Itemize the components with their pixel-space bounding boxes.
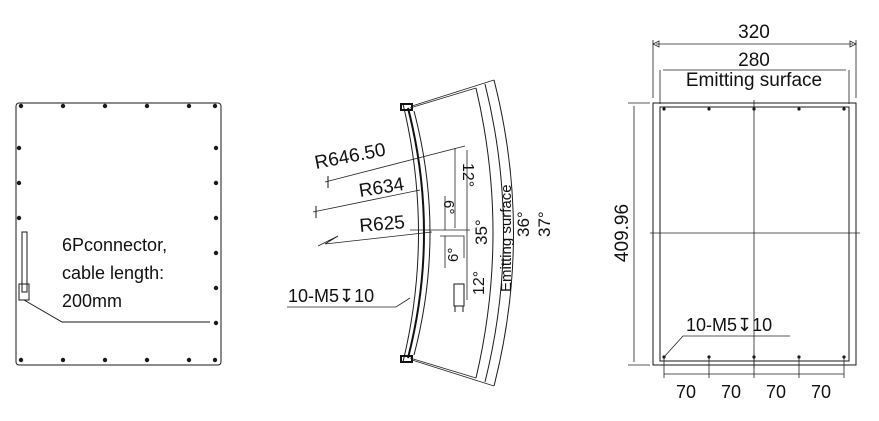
screw-hole-dot [144,103,150,109]
pitch-label-3: 70 [766,382,786,402]
angle-label-36: 36° [514,211,533,237]
radius-label-2: R634 [357,174,406,202]
screw-hole-dot [213,145,219,151]
emitting-arc-3 [493,79,514,387]
cable-gland [453,283,465,307]
angle-label-12-bottom: 12° [471,271,488,295]
screw-leader-side [287,297,411,308]
screw-hole-dot [16,180,22,186]
screw-hole-dot [16,215,22,221]
screw-hole-dot [707,355,711,359]
curved-body-inner [402,103,419,363]
screw-hole-dot [797,107,801,111]
connector-label-line3: 200mm [62,291,122,311]
emitting-surface-label-front: Emitting surface [686,70,822,91]
screw-hole-dot [186,357,192,363]
screw-hole-dot [213,250,219,256]
radius-label-3: R625 [359,212,406,237]
side-view: R646.50 R634 R625 12° 6° 6° 12° 35° Emit… [287,79,554,387]
screw-hole-dot [144,357,150,363]
radius-leader-2 [312,189,421,213]
screw-hole-dot [102,357,108,363]
screw-hole-dot [213,285,219,291]
height-label: 409.96 [612,204,633,262]
screw-hole-dot [213,320,219,326]
connector-label-line2: cable length: [62,263,164,283]
pitch-label-4: 70 [811,382,831,402]
screw-hole-dot [662,107,666,111]
screw-hole-dot [213,215,219,221]
screw-hole-dot [842,355,846,359]
screw-hole-dot [752,355,756,359]
emitting-arc-1 [475,87,494,379]
screw-label-front: 10-M5↧10 [686,315,772,335]
screw-hole-dot [186,103,192,109]
screw-hole-dot [18,103,24,109]
back-plate-outline [15,102,222,366]
angle-label-35: 35° [472,219,491,245]
pitch-label-2: 70 [721,382,741,402]
emitting-surface-label-side: Emitting surface [498,184,515,292]
back-view: 6Pconnector, cable length: 200mm [15,102,222,366]
screw-hole-dot [18,357,24,363]
connector-cable [18,231,210,323]
screw-hole-dot [102,103,108,109]
radius-leader-3 [317,231,433,247]
angle-label-37: 37° [535,211,554,237]
emitting-arc-2 [484,83,504,383]
back-screw-holes [16,103,219,363]
front-outline [652,102,857,366]
screw-hole-dot [60,357,66,363]
width-total-label: 320 [738,22,770,43]
screw-hole-dot [60,103,66,109]
connector-label-line1: 6Pconnector, [62,235,167,255]
radius-leader-1 [324,145,466,183]
angle-label-6-bottom: 6° [445,248,462,262]
screw-hole-dot [752,107,756,111]
screw-hole-dot [797,355,801,359]
screw-leader-front [663,335,790,358]
screw-hole-dot [842,107,846,111]
angle-label-12-top: 12° [459,163,476,187]
pitch-label-1: 70 [676,382,696,402]
screw-hole-dot [707,107,711,111]
front-view: 320 280 Emitting surface 409.96 70 70 70… [612,22,860,402]
screw-hole-dot [212,357,218,363]
screw-label-side: 10-M5↧10 [288,286,374,306]
width-emitting-label: 280 [738,50,770,71]
screw-hole-dot [16,145,22,151]
screw-hole-dot [212,103,218,109]
angle-label-6-top: 6° [440,200,457,214]
emitting-surface-rect [659,106,850,362]
screw-hole-dot [213,180,219,186]
